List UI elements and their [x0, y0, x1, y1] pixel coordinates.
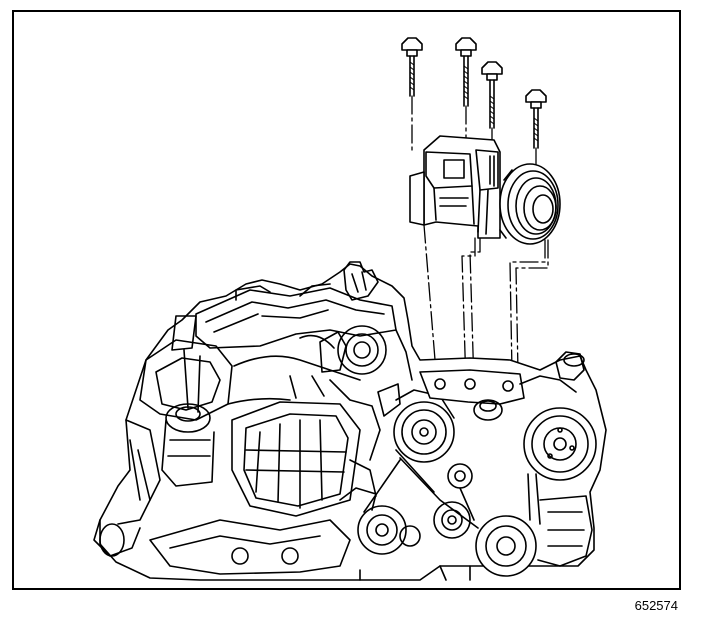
bolt-icon	[525, 89, 547, 149]
mounting-bolts	[401, 37, 547, 149]
engine-assembly-icon	[93, 261, 607, 581]
bolt-icon	[481, 61, 503, 129]
figure-number: 652574	[634, 598, 678, 613]
bolt-icon	[455, 37, 477, 107]
ac-compressor-icon	[409, 135, 561, 245]
bolt-icon	[401, 37, 423, 97]
